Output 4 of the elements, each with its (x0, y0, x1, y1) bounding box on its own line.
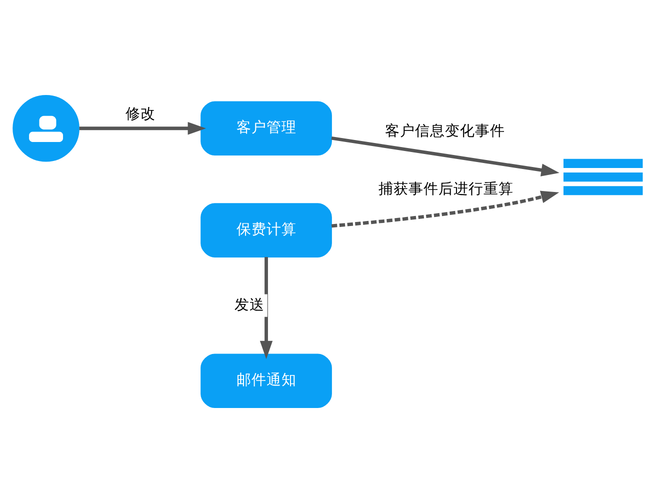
edge-label: 捕获事件后进行重算 (378, 180, 514, 197)
edge-label: 客户信息变化事件 (385, 122, 506, 140)
edge-label: 发送 (234, 296, 265, 313)
edge-label: 修改 (125, 105, 156, 122)
